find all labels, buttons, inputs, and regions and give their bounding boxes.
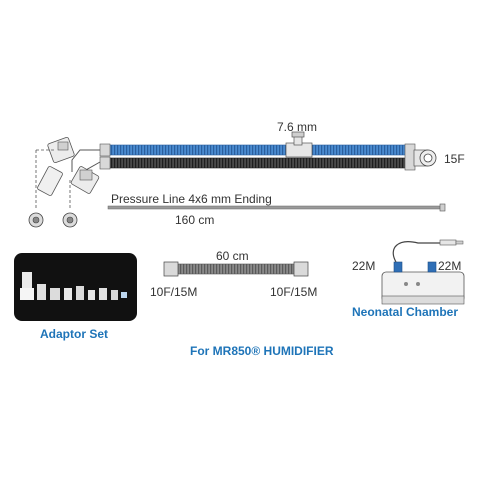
short-tube [163, 261, 309, 277]
short-tube-left-label: 10F/15M [150, 285, 198, 299]
diameter-label: 7.6 mm [277, 120, 318, 134]
chamber-title: Neonatal Chamber [352, 305, 459, 319]
end-connector [413, 149, 437, 167]
humidifier-title: For MR850® HUMIDIFIER [190, 344, 334, 358]
inspiratory-tube-left [107, 144, 289, 156]
end-connector-label: 15F [444, 152, 465, 166]
pressure-line-label: Pressure Line 4x6 mm Ending [111, 192, 272, 206]
inspiratory-tube-right [309, 144, 409, 156]
chamber-left-port-label: 22M [352, 259, 376, 273]
pressure-line [107, 203, 446, 212]
wye-connector [28, 137, 101, 228]
breathing-circuit [28, 131, 437, 228]
adaptor-set-title: Adaptor Set [40, 327, 109, 341]
adaptor-set-image [14, 253, 137, 321]
short-tube-length-label: 60 cm [216, 249, 249, 263]
short-tube-right-label: 10F/15M [270, 285, 318, 299]
pressure-length-label: 160 cm [175, 213, 215, 227]
chamber-right-port-label: 22M [438, 259, 462, 273]
expiratory-tube [107, 157, 409, 169]
temperature-port [285, 131, 313, 158]
neonatal-chamber [381, 239, 465, 305]
